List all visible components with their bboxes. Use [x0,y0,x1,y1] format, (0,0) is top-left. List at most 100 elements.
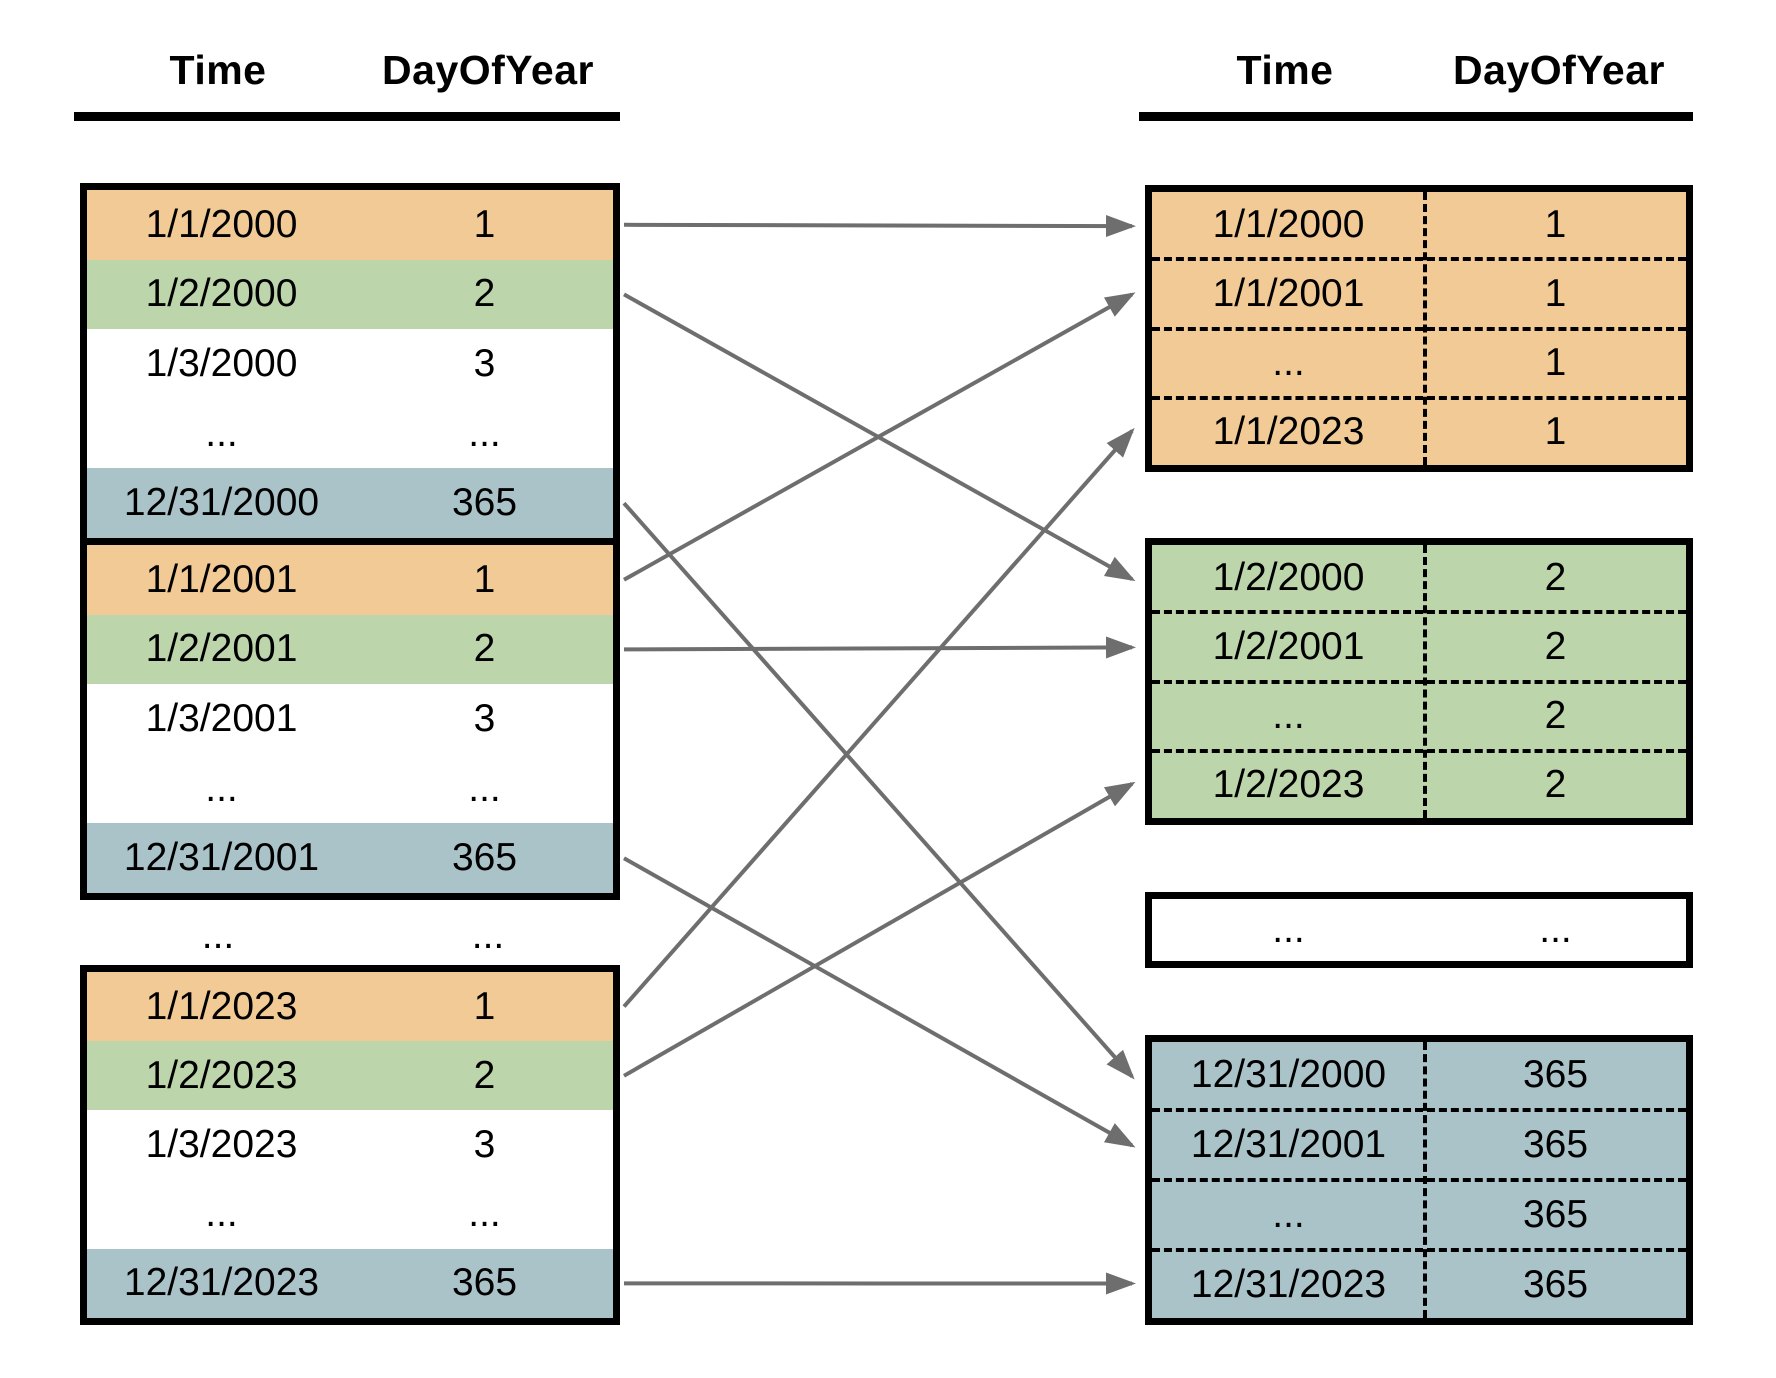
mapping-arrow [623,292,1136,582]
table-row: 12/31/2023 365 [1152,1252,1686,1318]
column-divider [1423,545,1427,818]
day-cell: 365 [1522,1263,1589,1306]
day-cell: 2 [1544,694,1567,738]
table-row: 12/31/2000 365 [1152,1042,1686,1112]
source-table-header: Time DayOfYear [80,44,620,96]
time-cell: 1/1/2001 [145,557,298,601]
column-divider [1423,1042,1427,1318]
header-rule [1139,112,1693,121]
table-row: 1/1/2000 1 [1152,192,1686,262]
day-cell: 3 [473,1123,496,1166]
table-row: 1/3/2023 3 [87,1110,613,1180]
day-cell: 2 [1544,763,1567,807]
table-row: ... 365 [1152,1182,1686,1252]
table-row: ...... [87,398,613,469]
mapping-arrow [623,636,1136,659]
time-cell: ... [1272,341,1305,385]
table-row: 12/31/2023 365 [87,1248,613,1319]
day-cell: 1 [1544,271,1567,315]
time-cell: 12/31/2000 [1190,1053,1387,1096]
mapping-arrow [623,856,1136,1148]
day-cell: 1 [473,202,496,246]
mapping-arrow [623,215,1136,238]
day-cell: 1 [1544,341,1567,385]
time-cell: 1/3/2023 [145,1123,298,1166]
day-cell: 2 [473,627,496,671]
table-row: 1/1/2001 1 [87,545,613,615]
time-cell: 1/1/2000 [145,202,298,246]
day-cell: ... [468,766,501,810]
table-row: 12/31/2001 365 [87,823,613,893]
mapping-arrow [623,781,1136,1078]
column-divider [1423,192,1427,465]
table-row: 12/31/2000 365 [87,468,613,538]
table-row: ... 2 [1152,683,1686,753]
time-cell: 1/2/2000 [145,272,298,316]
time-cell: 12/31/2001 [1190,1123,1387,1166]
table-row: 1/1/2001 1 [1152,261,1686,331]
group-box-ellipsis: ...... [1145,892,1693,968]
table-row: ...... [87,753,613,824]
day-cell: 2 [1544,624,1567,668]
table-row: ... 1 [1152,330,1686,400]
group-box-day-1: 1/1/2000 1 1/1/2001 1... 1 1/1/2023 1 [1145,185,1693,472]
time-column-header: Time [169,46,267,93]
time-cell: 1/1/2000 [1212,202,1365,246]
table-row: ...... [87,1179,613,1249]
time-cell: ... [201,914,235,957]
time-cell: ... [205,766,238,810]
mapping-arrow [622,501,1135,1080]
day-cell: 365 [451,481,518,525]
time-cell: 1/1/2001 [1212,271,1365,315]
table-row: 1/1/2000 1 [87,190,613,260]
day-cell: 1 [473,557,496,601]
time-cell: 1/3/2001 [145,696,298,740]
group-box-day-2: 1/2/2000 2 1/2/2001 2... 2 1/2/2023 2 [1145,538,1693,825]
time-cell: 1/2/2023 [145,1053,298,1097]
table-row: ...... [1152,899,1686,961]
grouped-table-header: Time DayOfYear [1145,44,1693,96]
mapping-arrow [623,292,1136,582]
day-cell: 2 [1544,555,1567,599]
day-cell: 365 [451,836,518,880]
day-cell: 365 [1522,1123,1589,1166]
time-cell: ... [1272,1193,1305,1236]
day-cell: 1 [1544,410,1567,454]
time-cell: 1/2/2000 [1212,555,1365,599]
day-cell: 365 [451,1261,518,1305]
day-cell: ... [471,914,505,957]
table-row: 1/2/2023 2 [87,1041,613,1111]
ellipsis-row: ...... [80,905,620,967]
table-row: 1/2/2000 2 [87,259,613,330]
table-row: 12/31/2001 365 [1152,1112,1686,1182]
time-cell: 1/2/2001 [1212,624,1365,668]
day-cell: 365 [1522,1053,1589,1096]
time-cell: ... [1272,694,1305,738]
time-cell: 1/1/2023 [1212,410,1365,454]
table-row: 1/2/2001 2 [1152,614,1686,684]
dayofyear-column-header: DayOfYear [1453,46,1665,93]
day-cell: 1 [1544,202,1567,246]
day-cell: 2 [473,1053,496,1097]
table-row: 1/2/2023 2 [1152,752,1686,818]
time-cell: 1/1/2023 [145,984,298,1028]
day-cell: 3 [473,696,496,740]
day-cell: ... [468,411,501,455]
time-cell: 12/31/2000 [123,481,320,525]
time-cell: 12/31/2023 [1190,1263,1387,1306]
day-cell: ... [468,1192,501,1236]
time-cell: ... [1272,908,1305,951]
day-cell: 2 [473,272,496,316]
day-cell: 365 [1522,1193,1589,1236]
dayofyear-column-header: DayOfYear [382,46,594,93]
time-cell: 12/31/2001 [123,836,320,880]
time-cell: 1/2/2023 [1212,763,1365,807]
time-cell: 12/31/2023 [123,1261,320,1305]
mapping-arrow [622,427,1135,1008]
